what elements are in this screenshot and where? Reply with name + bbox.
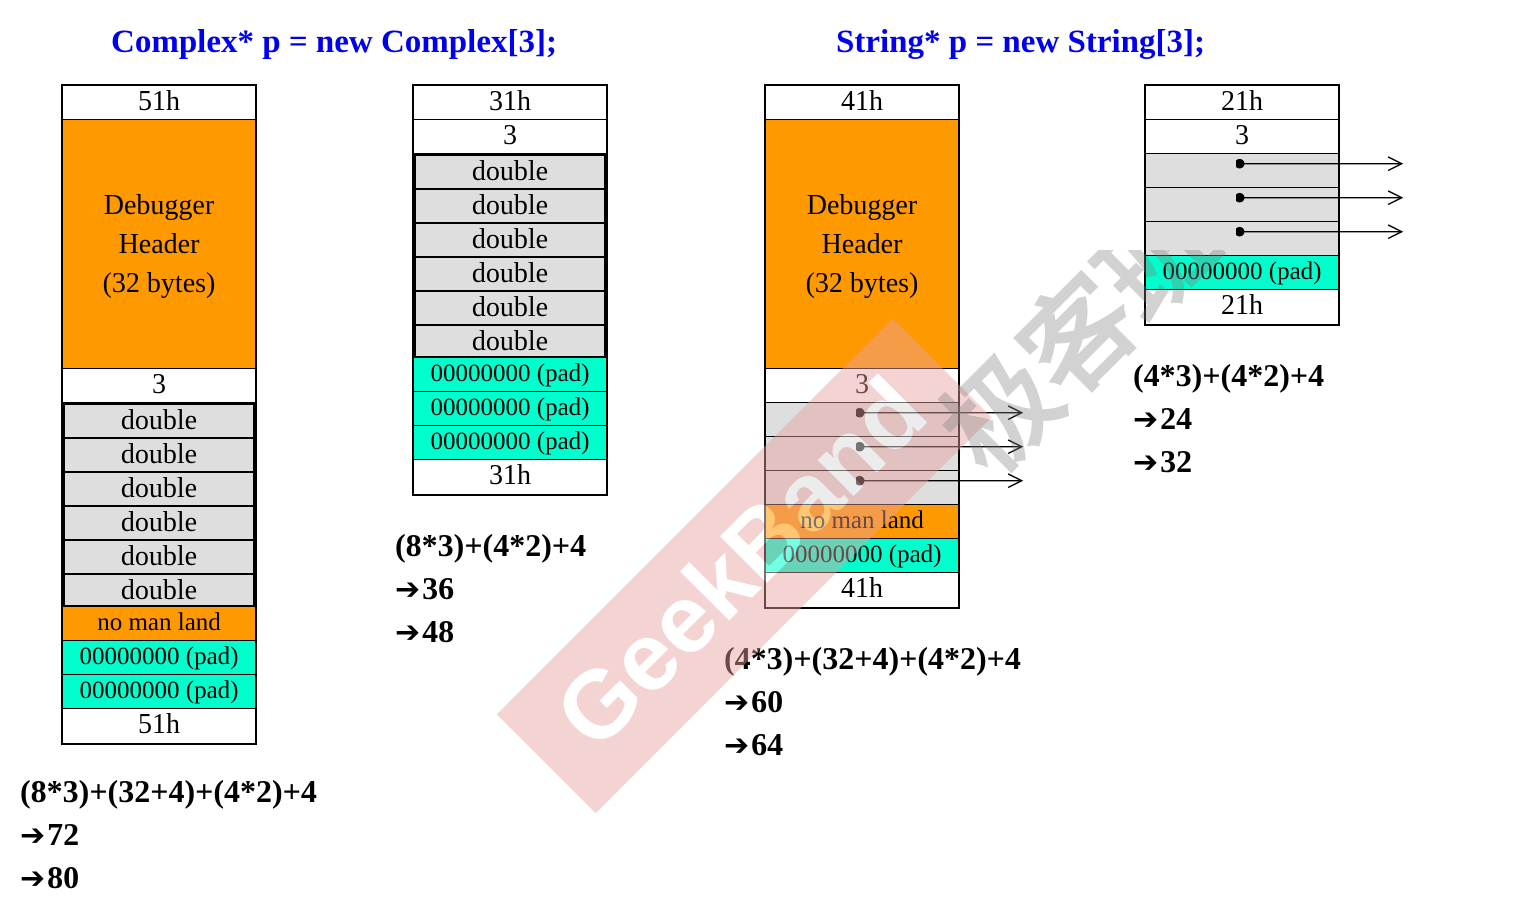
calc-complex-release: (8*3)+(4*2)+4 ➔36 ➔48 <box>395 524 586 653</box>
pointer-slot <box>766 403 1024 437</box>
complex-title: Complex* p = new Complex[3]; <box>111 24 557 60</box>
arrow-icon: ➔ <box>20 861 46 896</box>
cookie-bottom: 51h <box>63 709 255 743</box>
calc-formula: (8*3)+(4*2)+4 <box>395 527 587 563</box>
string-debug-block: 41h Debugger Header (32 bytes) 3 no man … <box>764 84 1024 609</box>
pointer-arrow <box>1236 156 1404 172</box>
double-slot: double <box>414 256 606 290</box>
pointer-arrow <box>1236 224 1404 240</box>
array-count: 3 <box>63 369 255 403</box>
calc-formula: (8*3)+(32+4)+(4*2)+4 <box>20 773 317 809</box>
double-slot: double <box>63 403 255 437</box>
arrow-icon: ➔ <box>1133 445 1159 480</box>
double-slot: double <box>414 188 606 222</box>
pointer-arrow <box>856 473 1024 489</box>
pad-cell: 00000000 (pad) <box>1146 256 1338 290</box>
double-slot: double <box>414 290 606 324</box>
calc-formula: (4*3)+(4*2)+4 <box>1133 357 1325 393</box>
calc-result-2: ➔80 <box>20 859 80 896</box>
cookie-top: 21h <box>1146 86 1338 120</box>
header-line-1: Debugger <box>103 189 215 221</box>
header-line-2: Header <box>821 228 903 260</box>
pad-cell: 00000000 (pad) <box>414 426 606 460</box>
calc-result-1: ➔36 <box>395 570 455 607</box>
pointer-slot <box>766 471 1024 505</box>
no-man-land: no man land <box>63 607 255 641</box>
calc-result-1: ➔72 <box>20 816 80 853</box>
cookie-top: 51h <box>63 86 255 120</box>
calc-result-1: ➔60 <box>724 683 784 720</box>
string-title: String* p = new String[3]; <box>836 24 1205 60</box>
double-slot: double <box>63 539 255 573</box>
pointer-arrow <box>856 439 1024 455</box>
calc-result-2: ➔48 <box>395 613 455 650</box>
double-slot: double <box>63 573 255 607</box>
pad-cell: 00000000 (pad) <box>766 539 958 573</box>
double-slot: double <box>414 154 606 188</box>
pointer-arrow <box>1236 190 1404 206</box>
pad-cell: 00000000 (pad) <box>63 675 255 709</box>
array-count: 3 <box>766 369 958 403</box>
pointer-slot <box>1146 188 1404 222</box>
calc-result-1: ➔24 <box>1133 400 1193 437</box>
header-line-2: Header <box>118 228 200 260</box>
cookie-top: 31h <box>414 86 606 120</box>
calc-complex-debug: (8*3)+(32+4)+(4*2)+4 ➔72 ➔80 <box>20 770 317 899</box>
calc-string-debug: (4*3)+(32+4)+(4*2)+4 ➔60 ➔64 <box>724 637 1021 766</box>
no-man-land: no man land <box>766 505 958 539</box>
complex-release-block: 31h 3 double double double double double… <box>412 84 608 496</box>
debugger-header: Debugger Header (32 bytes) <box>63 120 255 369</box>
array-count: 3 <box>414 120 606 154</box>
arrow-icon: ➔ <box>20 818 46 853</box>
pad-cell: 00000000 (pad) <box>414 392 606 426</box>
double-slot: double <box>63 505 255 539</box>
calc-result-2: ➔32 <box>1133 443 1193 480</box>
double-slot: double <box>414 222 606 256</box>
calc-formula: (4*3)+(32+4)+(4*2)+4 <box>724 640 1021 676</box>
cookie-bottom: 21h <box>1146 290 1338 324</box>
arrow-icon: ➔ <box>395 615 421 650</box>
pointer-slot <box>1146 154 1404 188</box>
string-release-block: 21h 3 00000000 (pad) 21h <box>1144 84 1404 326</box>
header-line-3: (32 bytes) <box>102 267 216 299</box>
header-line-1: Debugger <box>806 189 918 221</box>
pad-cell: 00000000 (pad) <box>414 358 606 392</box>
calc-result-2: ➔64 <box>724 726 784 763</box>
arrow-icon: ➔ <box>1133 402 1159 437</box>
cookie-top: 41h <box>766 86 958 120</box>
header-line-3: (32 bytes) <box>805 267 919 299</box>
cookie-bottom: 41h <box>766 573 958 607</box>
double-slot: double <box>414 324 606 358</box>
pointer-slot <box>766 437 1024 471</box>
arrow-icon: ➔ <box>395 572 421 607</box>
double-slot: double <box>63 471 255 505</box>
arrow-icon: ➔ <box>724 685 750 720</box>
calc-string-release: (4*3)+(4*2)+4 ➔24 ➔32 <box>1133 354 1324 483</box>
debugger-header: Debugger Header (32 bytes) <box>766 120 958 369</box>
pointer-slot <box>1146 222 1404 256</box>
array-count: 3 <box>1146 120 1338 154</box>
double-slot: double <box>63 437 255 471</box>
arrow-icon: ➔ <box>724 728 750 763</box>
cookie-bottom: 31h <box>414 460 606 494</box>
complex-debug-block: 51h Debugger Header (32 bytes) 3 double … <box>61 84 257 745</box>
pad-cell: 00000000 (pad) <box>63 641 255 675</box>
pointer-arrow <box>856 405 1024 421</box>
